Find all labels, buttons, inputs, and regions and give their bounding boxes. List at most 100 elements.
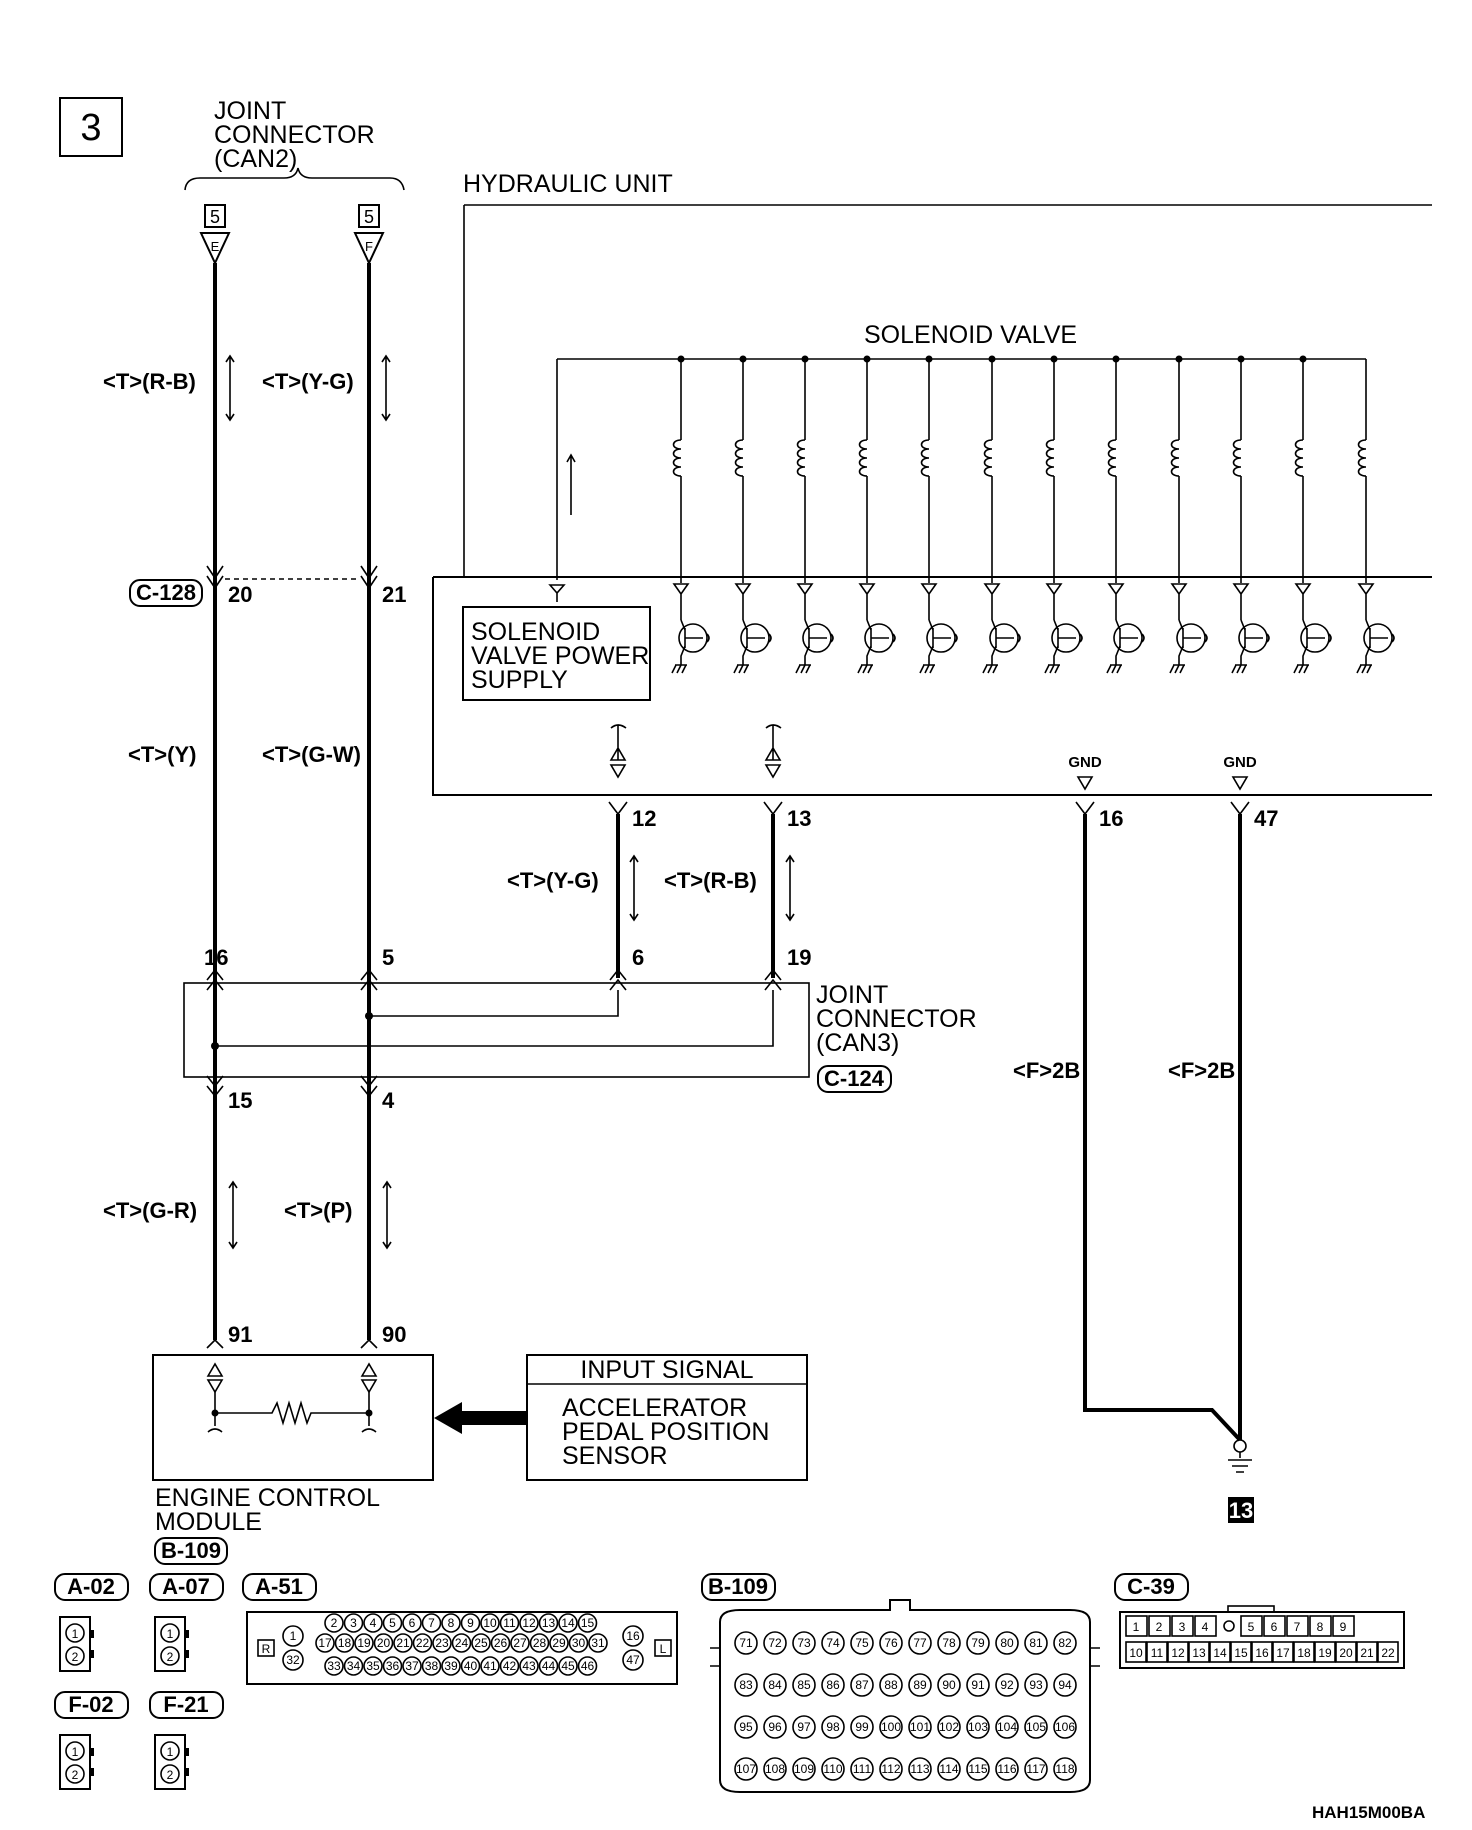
transistor-icon	[802, 623, 832, 653]
pin-number: 12	[1171, 1646, 1185, 1660]
svg-text:47: 47	[626, 1653, 640, 1667]
pin-circle	[850, 1757, 874, 1781]
b109-label: B-109	[161, 1538, 221, 1563]
pin-number: 4	[1202, 1620, 1209, 1634]
pin-circle	[908, 1757, 932, 1781]
two-pin-connector-a07: 1 2	[154, 1616, 189, 1672]
pin-circle	[792, 1715, 816, 1739]
power-supply-line-1: SOLENOID	[471, 618, 600, 646]
svg-text:2: 2	[167, 1650, 174, 1664]
page-number: 3	[80, 107, 101, 149]
pin-circle	[529, 1633, 550, 1653]
hydraulic-unit-title: HYDRAULIC UNIT	[463, 170, 673, 198]
pin-number: 3	[350, 1616, 357, 1630]
pin-circle	[821, 1715, 845, 1739]
pin-circle	[937, 1757, 961, 1781]
pin-number: 8	[1317, 1620, 1324, 1634]
pin-circle	[908, 1715, 932, 1739]
pin-circle	[363, 1613, 383, 1633]
pin-circle	[908, 1631, 932, 1655]
pin-number: 39	[444, 1659, 458, 1673]
pin-number: 38	[425, 1659, 439, 1673]
twist-arrow-4	[785, 854, 795, 922]
pin-number: 95	[739, 1720, 753, 1734]
wire-label-rb-mid: <T>(R-B)	[664, 868, 757, 893]
pin-number: 14	[1213, 1646, 1227, 1660]
page-number-box	[59, 97, 123, 157]
pin-circle	[577, 1613, 598, 1633]
pin-circle	[441, 1656, 461, 1676]
pin-circle	[471, 1633, 491, 1653]
pin-number: 107	[736, 1762, 756, 1776]
pin-circle	[734, 1757, 758, 1781]
chevron-16a	[1075, 801, 1095, 816]
pin-circle	[354, 1633, 374, 1653]
connector-triangle-f	[353, 232, 385, 266]
svg-text:2: 2	[72, 1650, 79, 1664]
pin-cell	[1251, 1641, 1273, 1663]
pin-6: 6	[632, 945, 644, 970]
pin-number: 81	[1029, 1636, 1043, 1650]
pin-cell	[1194, 1615, 1217, 1637]
pin-cell	[1286, 1615, 1309, 1637]
c124-label: C-124	[824, 1066, 885, 1091]
pin-number: 73	[797, 1636, 811, 1650]
pin-circle	[460, 1656, 481, 1676]
transistor-icon	[1113, 623, 1143, 653]
pin-cell	[1377, 1641, 1399, 1663]
pin-circle	[937, 1673, 961, 1697]
svg-text:L: L	[660, 1642, 667, 1656]
pin-cell	[1167, 1641, 1189, 1663]
pin-circle	[792, 1673, 816, 1697]
hu-can-terminal-12	[609, 724, 627, 779]
transistor-icon	[1238, 623, 1268, 653]
pin-circle	[966, 1757, 990, 1781]
coil-icon	[920, 439, 930, 477]
pin-number: 9	[1340, 1620, 1347, 1634]
pin-circle	[937, 1631, 961, 1655]
pin-cell	[1209, 1641, 1231, 1663]
ecm-node-1	[211, 1409, 219, 1417]
gnd-terminal-16	[1076, 776, 1094, 791]
pin-number: 105	[1026, 1720, 1046, 1734]
pin-cell	[1332, 1615, 1355, 1637]
wire-label-p: <T>(P)	[284, 1198, 352, 1223]
a02-label: A-02	[67, 1574, 115, 1599]
pin-number: 41	[483, 1659, 497, 1673]
can3-node-2	[211, 1042, 219, 1050]
twist-arrow-6	[382, 1180, 392, 1250]
pin-91: 91	[228, 1322, 252, 1347]
chevron-47	[1230, 801, 1250, 816]
pin-number: 5	[1248, 1620, 1255, 1634]
pin-number: 88	[884, 1678, 898, 1692]
ecm-label-1: ENGINE CONTROL	[155, 1484, 380, 1512]
power-supply-box	[462, 606, 651, 701]
svg-text:2: 2	[72, 1768, 79, 1782]
pin-number: 18	[1297, 1646, 1311, 1660]
solenoid-channel	[1044, 355, 1083, 674]
pin-circle	[480, 1656, 500, 1676]
pin-number: 19	[357, 1636, 371, 1650]
pin-90: 90	[382, 1322, 406, 1347]
pin-number: 33	[327, 1659, 341, 1673]
pin-circle	[324, 1656, 344, 1676]
wire-label-rb-top: <T>(R-B)	[103, 369, 196, 394]
pin-5: 5	[382, 945, 394, 970]
pin-circle	[460, 1613, 481, 1633]
pin-circle	[538, 1613, 559, 1633]
pin-13: 13	[787, 806, 811, 831]
pin-number: 75	[855, 1636, 869, 1650]
solenoid-channel	[733, 355, 772, 674]
pin-circle	[966, 1715, 990, 1739]
pin-number: 15	[1234, 1646, 1248, 1660]
transistor-icon	[740, 623, 770, 653]
wire-label-f2b-2: <F>2B	[1168, 1058, 1235, 1083]
c128-label: C-128	[136, 580, 196, 605]
pin-number: 29	[552, 1636, 566, 1650]
pin-number: 21	[1360, 1646, 1374, 1660]
pin-number: 40	[464, 1659, 478, 1673]
can3-internal-wires	[215, 990, 774, 1047]
pin-number: 26	[494, 1636, 508, 1650]
pin-circle	[558, 1613, 578, 1633]
